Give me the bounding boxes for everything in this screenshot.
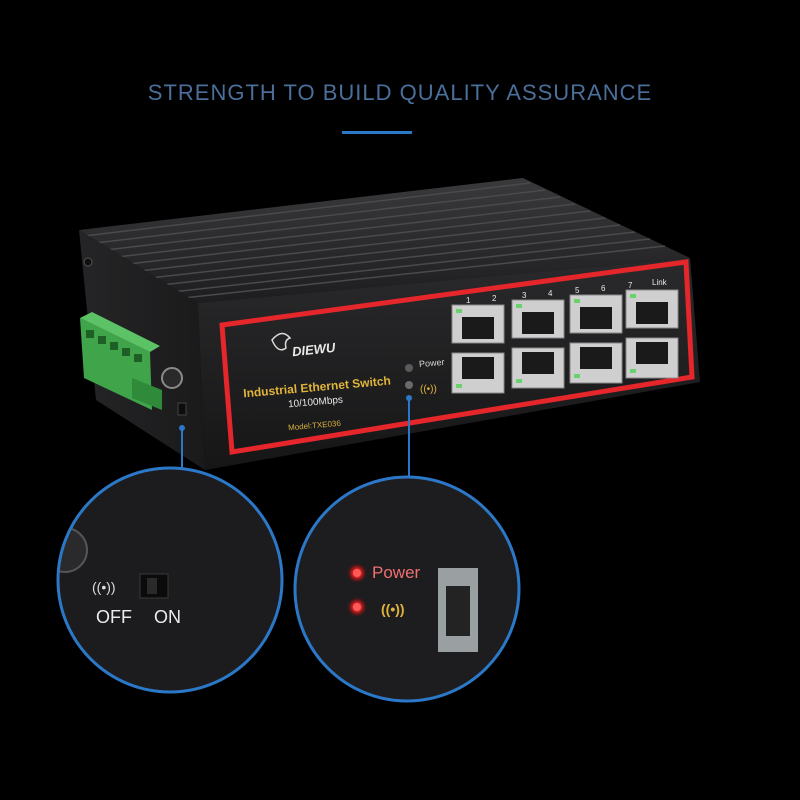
side-screw [83,257,93,267]
port-label: 1 [466,296,471,305]
link-led-small [405,381,413,389]
power-terminal-block [80,312,162,410]
rj45-port-grid [451,289,679,394]
callout-circle-switch: ((•)) [56,466,284,694]
front-red-frame [219,259,695,455]
dip-switch-small [177,402,187,416]
port-label: 2 [492,294,497,303]
rj45-port [451,304,505,344]
callout-circle-leds: ((•)) [293,475,521,703]
port-label: 7 [628,281,633,290]
wifi-signal-icon: ((•)) [92,579,116,595]
port-label: 6 [601,284,606,293]
switch-top-fins [79,178,690,303]
rj45-port [569,342,623,384]
headline: STRENGTH TO BUILD QUALITY ASSURANCE [147,80,653,105]
port-label: 5 [575,286,580,295]
rj45-port [625,289,679,329]
wifi-signal-icon: ((•)) [381,601,405,617]
rj45-port [451,352,505,394]
rj45-port [511,347,565,389]
rj45-port [511,299,565,339]
wifi-signal-icon: ((•)) [420,384,437,395]
brand-logo-icon [271,332,292,351]
switch-off-label: OFF [96,607,132,627]
rj45-port [569,294,623,334]
switch-on-label: ON [154,607,181,627]
port-label: 3 [522,291,527,300]
port-label: 4 [548,289,553,298]
power-label-large: Power [372,563,421,582]
ground-screw [161,367,183,389]
headline-underline [342,131,412,134]
power-led-small [405,364,413,372]
rj45-port [625,337,679,379]
port-label: Link [652,278,667,287]
